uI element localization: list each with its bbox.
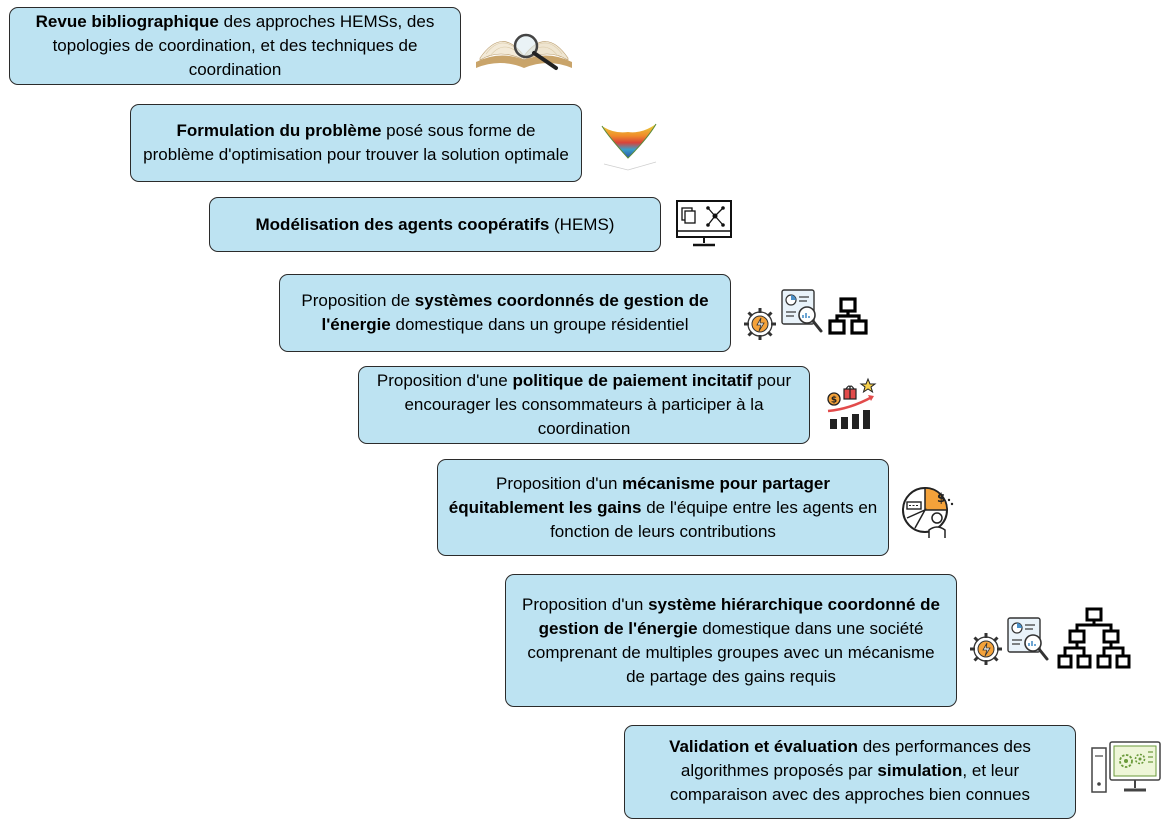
- step-1-bold: Revue bibliographique: [35, 12, 219, 31]
- step-6-gain-sharing: Proposition d'un mécanisme pour partager…: [437, 459, 889, 556]
- step-5-bold: politique de paiement incitatif: [512, 371, 753, 390]
- step-4-text: domestique dans un groupe résidentiel: [390, 315, 689, 334]
- step-7-text-before: Proposition d'un: [521, 594, 649, 614]
- step-8-text-2: , et leur comparaison avec des approches…: [669, 761, 1031, 804]
- step-6-bold: mécanisme pour partager équitablement le…: [448, 473, 830, 517]
- step-7-hierarchical-system: Proposition d'un système hiérarchique co…: [505, 574, 957, 707]
- step-2-bold: Formulation du problème: [176, 121, 382, 140]
- computer-simulation-icon: [1091, 741, 1161, 793]
- profit-share-icon: $: [902, 487, 954, 538]
- analytics-magnifier-icon: [1007, 617, 1049, 661]
- book-magnifier-icon: [476, 33, 572, 70]
- step-1-text: des approches HEMSs, des topologies de c…: [52, 12, 435, 79]
- step-6-text-before: Proposition d'un: [496, 473, 623, 493]
- step-1-literature-review: Revue bibliographique des approches HEMS…: [9, 7, 461, 85]
- step-7-bold: système hiérarchique coordonné de gestio…: [538, 594, 941, 638]
- svg-text:$: $: [937, 491, 945, 505]
- step-6-text: de l'équipe entre les agents en fonction…: [550, 497, 878, 541]
- hierarchy-icon: [828, 297, 868, 335]
- energy-gear-icon: [970, 633, 1002, 665]
- monitor-network-icon: [676, 200, 732, 247]
- step-3-agent-modeling: Modélisation des agents coopératifs (HEM…: [209, 197, 661, 252]
- step-8-bold-2: simulation: [877, 761, 963, 780]
- step-4-coordinated-systems: Proposition de systèmes coordonnés de ge…: [279, 274, 731, 352]
- energy-gear-icon: [744, 308, 776, 340]
- step-5-text: pour encourager les consommateurs à part…: [404, 371, 792, 438]
- step-7-text: domestique dans une société comprenant d…: [527, 618, 935, 686]
- step-8-validation: Validation et évaluation des performance…: [624, 725, 1076, 819]
- hierarchy-large-icon: [1057, 607, 1131, 669]
- step-4-bold: systèmes coordonnés de gestion de l'éner…: [321, 291, 709, 334]
- step-3-bold: Modélisation des agents coopératifs: [255, 214, 550, 234]
- step-2-problem-formulation: Formulation du problème posé sous forme …: [130, 104, 582, 182]
- incentive-growth-icon: $: [827, 377, 877, 429]
- optimization-surface-icon: [601, 123, 657, 171]
- step-8-text: des performances des algorithmes proposé…: [680, 737, 1031, 780]
- analytics-magnifier-icon: [781, 289, 823, 333]
- step-5-text-before: Proposition d'une: [376, 371, 513, 390]
- step-3-text: (HEMS): [549, 214, 615, 234]
- step-2-text: posé sous forme de problème d'optimisati…: [143, 121, 569, 164]
- svg-text:$: $: [831, 396, 837, 406]
- step-4-text-before: Proposition de: [301, 291, 415, 310]
- step-8-bold: Validation et évaluation: [669, 737, 858, 756]
- step-5-incentive-policy: Proposition d'une politique de paiement …: [358, 366, 810, 444]
